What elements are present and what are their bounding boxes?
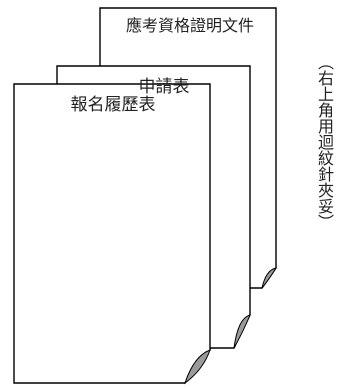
document-front-sheet [13,83,211,384]
document-back-title: 應考資格證明文件 [125,16,254,35]
document-middle-title: 申請表 [138,77,190,97]
document-middle-curl [233,314,251,349]
document-front-curl [184,349,211,385]
document-front-title: 報名履歷表 [70,95,156,115]
paperclip-instruction-note: （右上角用迴紋針夾妥） [315,54,334,230]
document-front [13,83,211,385]
document-back-curl [261,267,278,289]
